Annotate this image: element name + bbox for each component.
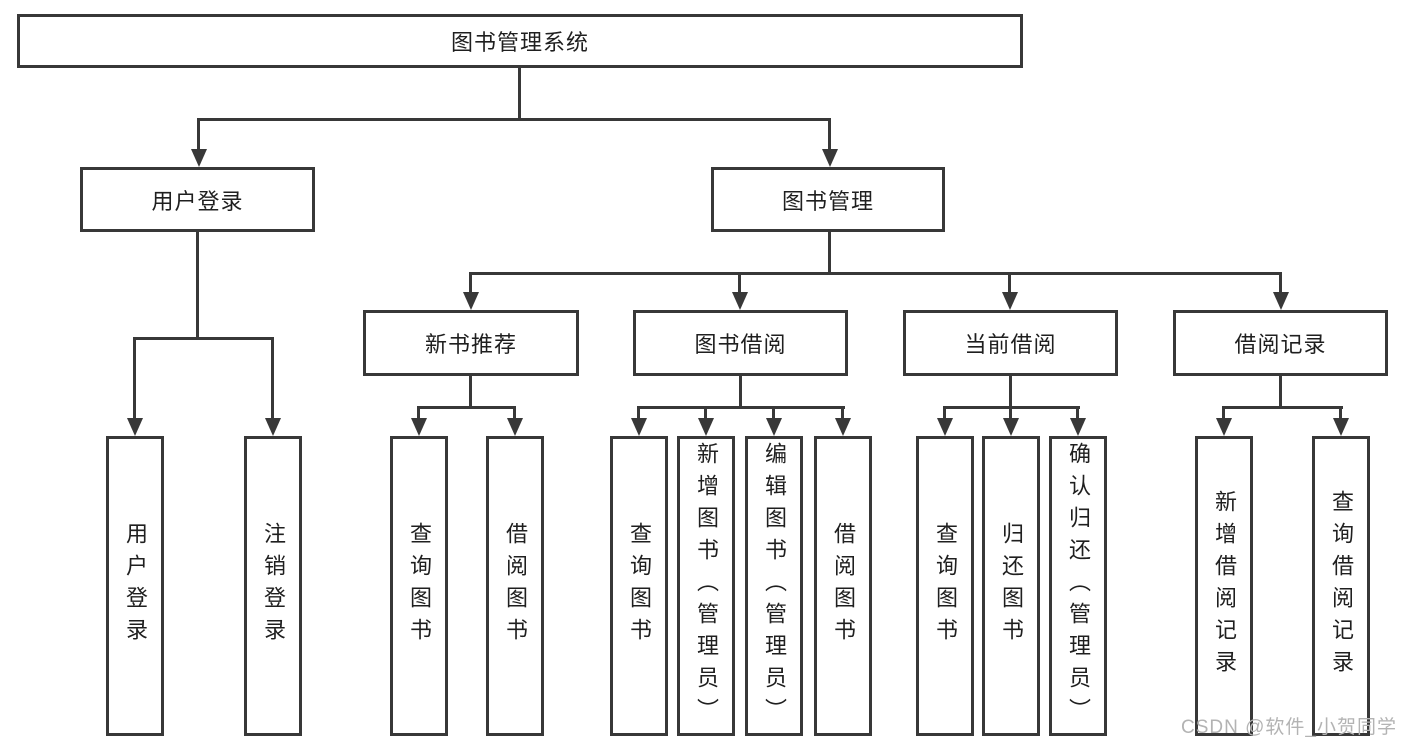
node-user-login-label: 用户登录 [151, 188, 244, 214]
leaf-label: 借阅图书 [831, 522, 856, 650]
connector-login-bar [133, 337, 274, 340]
leaf-user-login-label: 用户登录 [123, 522, 148, 650]
connector-newbook-drop [469, 272, 472, 294]
connector-mgmt-stem [828, 232, 831, 275]
connector-level2-bar [197, 118, 831, 121]
connector-drop [1076, 406, 1079, 420]
leaf-label: 查询图书 [933, 522, 958, 650]
leaf-return-books: 归还图书 [982, 436, 1040, 736]
node-new-book-recommend: 新书推荐 [363, 310, 579, 376]
leaf-label: 查询借阅记录 [1329, 490, 1354, 682]
leaf-label: 新增图书（管理员） [694, 442, 719, 730]
node-user-login: 用户登录 [80, 167, 315, 232]
arrowhead-down-icon [1216, 418, 1232, 436]
leaf-label: 借阅图书 [503, 522, 528, 650]
connector-drop [1009, 406, 1012, 420]
arrowhead-down-icon [1273, 292, 1289, 310]
node-book-management-label: 图书管理 [781, 188, 874, 214]
connector-level3-bar [469, 272, 1282, 275]
leaf-query-books-recommend: 查询图书 [390, 436, 448, 736]
connector-login-stem [196, 232, 199, 340]
leaf-add-borrow-record: 新增借阅记录 [1195, 436, 1253, 736]
arrowhead-down-icon [835, 418, 851, 436]
leaf-label: 查询图书 [627, 522, 652, 650]
connector-drop [772, 406, 775, 420]
arrowhead-down-icon [766, 418, 782, 436]
arrowhead-down-icon [698, 418, 714, 436]
leaf-logout: 注销登录 [244, 436, 302, 736]
arrowhead-down-icon [507, 418, 523, 436]
leaf-label: 归还图书 [999, 522, 1024, 650]
connector-borrowing-stem [739, 376, 742, 409]
leaf-label: 查询图书 [407, 522, 432, 650]
leaf-add-books-admin: 新增图书（管理员） [677, 436, 735, 736]
connector-drop [943, 406, 946, 420]
arrowhead-down-icon [631, 418, 647, 436]
connector-newbook-bar [417, 406, 516, 409]
arrowhead-down-icon [265, 418, 281, 436]
leaf-borrow-books-recommend: 借阅图书 [486, 436, 544, 736]
leaf-label: 确认归还（管理员） [1066, 442, 1091, 730]
arrowhead-down-icon [463, 292, 479, 310]
connector-records-drop [1279, 272, 1282, 294]
node-book-borrowing: 图书借阅 [633, 310, 848, 376]
connector-drop [704, 406, 707, 420]
connector-login-leaf1-drop [133, 337, 136, 420]
leaf-query-books-borrowing: 查询图书 [610, 436, 668, 736]
arrowhead-down-icon [732, 292, 748, 310]
leaf-query-borrow-record: 查询借阅记录 [1312, 436, 1370, 736]
node-current-borrowing-label: 当前借阅 [964, 332, 1057, 357]
leaf-logout-label: 注销登录 [261, 522, 286, 650]
connector-user-login-drop [197, 118, 200, 151]
node-root-system: 图书管理系统 [17, 14, 1023, 68]
connector-newbook-stem [469, 376, 472, 409]
connector-records-stem [1279, 376, 1282, 409]
arrowhead-down-icon [127, 418, 143, 436]
leaf-user-login: 用户登录 [106, 436, 164, 736]
connector-drop [513, 406, 516, 420]
connector-drop [841, 406, 844, 420]
arrowhead-down-icon [1070, 418, 1086, 436]
connector-borrow-drop [738, 272, 741, 294]
leaf-borrow-books: 借阅图书 [814, 436, 872, 736]
leaf-label: 编辑图书（管理员） [762, 442, 787, 730]
arrowhead-down-icon [191, 149, 207, 167]
connector-current-drop [1008, 272, 1011, 294]
arrowhead-down-icon [822, 149, 838, 167]
connector-drop [637, 406, 640, 420]
connector-drop [1339, 406, 1342, 420]
node-root-label: 图书管理系统 [450, 30, 589, 55]
arrowhead-down-icon [937, 418, 953, 436]
connector-root-stem [518, 68, 521, 121]
leaf-confirm-return-admin: 确认归还（管理员） [1049, 436, 1107, 736]
node-book-management: 图书管理 [711, 167, 945, 232]
node-current-borrowing: 当前借阅 [903, 310, 1118, 376]
node-borrowing-records-label: 借阅记录 [1234, 332, 1327, 357]
arrowhead-down-icon [1003, 418, 1019, 436]
leaf-edit-books-admin: 编辑图书（管理员） [745, 436, 803, 736]
connector-book-mgmt-drop [828, 118, 831, 151]
node-new-book-recommend-label: 新书推荐 [424, 332, 517, 357]
arrowhead-down-icon [1333, 418, 1349, 436]
arrowhead-down-icon [411, 418, 427, 436]
connector-current-stem [1009, 376, 1012, 409]
leaf-label: 新增借阅记录 [1212, 490, 1237, 682]
node-book-borrowing-label: 图书借阅 [694, 332, 787, 357]
connector-borrowing-bar [637, 406, 845, 409]
arrowhead-down-icon [1002, 292, 1018, 310]
connector-records-bar [1222, 406, 1343, 409]
connector-drop [1222, 406, 1225, 420]
node-borrowing-records: 借阅记录 [1173, 310, 1388, 376]
connector-login-leaf2-drop [271, 337, 274, 420]
connector-drop [417, 406, 420, 420]
csdn-watermark: CSDN @软件_小贺同学 [1181, 717, 1397, 738]
leaf-query-books-current: 查询图书 [916, 436, 974, 736]
